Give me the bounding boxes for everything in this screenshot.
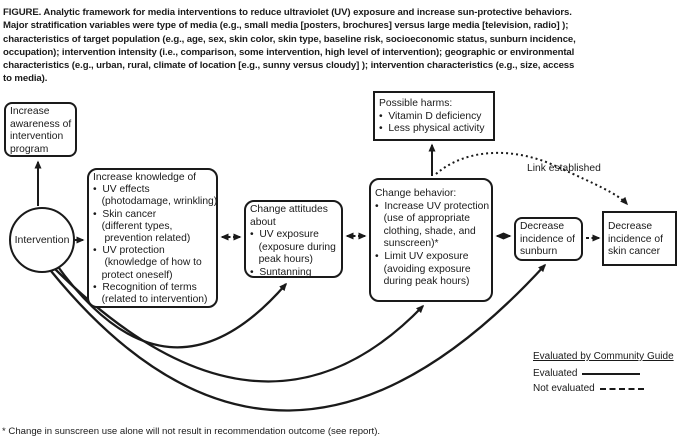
node-increase-awareness: Increase awareness of intervention progr…	[4, 102, 77, 157]
figure-caption: FIGURE. Analytic framework for media int…	[3, 7, 576, 85]
legend-row-evaluated: Evaluated	[533, 366, 679, 381]
legend-row-not-evaluated: Not evaluated	[533, 381, 679, 396]
node-increase-knowledge: Increase knowledge of • UV effects (phot…	[87, 168, 218, 308]
legend: Evaluated by Community Guide Evaluated N…	[533, 349, 679, 396]
dashed-line-sample	[599, 387, 644, 390]
node-decrease-skin-cancer: Decrease incidence of skin cancer	[602, 211, 677, 266]
legend-not-evaluated-label: Not evaluated	[533, 383, 595, 394]
node-change-behavior: Change behavior: • Increase UV protectio…	[369, 178, 493, 302]
arrow-intervention-to-attitudes	[55, 263, 287, 349]
legend-evaluated-label: Evaluated	[533, 368, 578, 379]
node-possible-harms: Possible harms: • Vitamin D deficiency •…	[373, 91, 495, 141]
arrow-link-established	[435, 152, 629, 206]
legend-title: Evaluated by Community Guide	[533, 351, 674, 362]
link-established-label: Link established	[527, 163, 601, 174]
node-change-attitudes: Change attitudes about • UV exposure (ex…	[244, 200, 343, 278]
footnote: * Change in sunscreen use alone will not…	[2, 426, 381, 437]
node-intervention: Intervention	[9, 207, 75, 273]
arrow-intervention-to-behavior	[53, 267, 425, 383]
node-decrease-sunburn: Decrease incidence of sunburn	[514, 217, 583, 261]
arrow-intervention-to-sunburn	[50, 263, 547, 412]
solid-line-sample	[582, 372, 641, 375]
